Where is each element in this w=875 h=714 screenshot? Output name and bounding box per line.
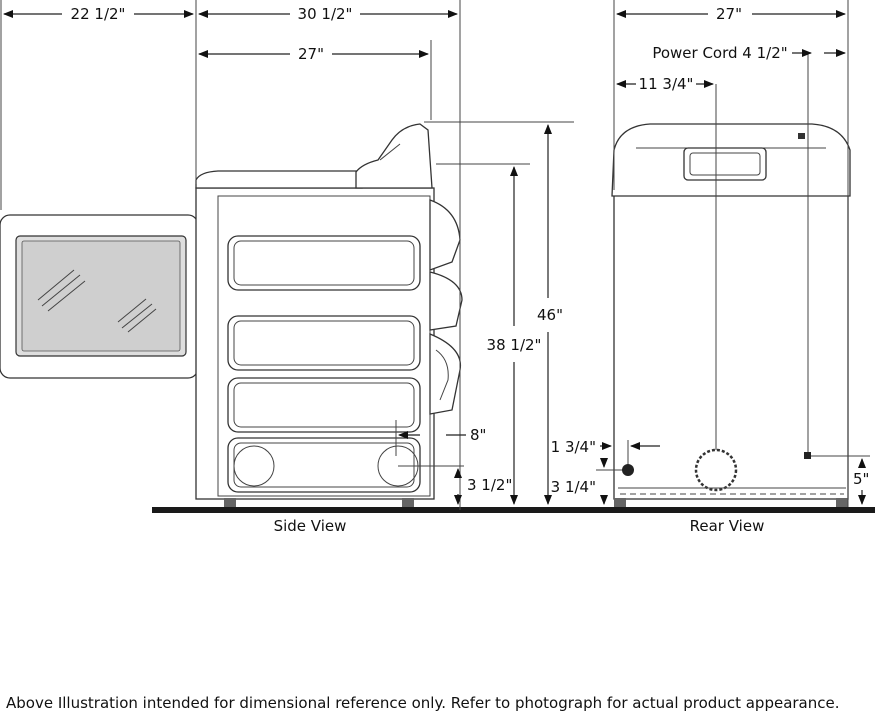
vent-opening xyxy=(694,448,738,492)
dim-rear-offset: 1 3/4" xyxy=(551,438,596,456)
rear-dimension-lines xyxy=(596,0,870,507)
dim-cabinet-height: 38 1/2" xyxy=(487,336,542,354)
dim-rear-width: 27" xyxy=(716,5,742,23)
dim-overall-depth: 30 1/2" xyxy=(298,5,353,23)
rear-view-caption: Rear View xyxy=(690,517,765,535)
side-view-caption: Side View xyxy=(274,517,347,535)
dim-vent-from-back: 8" xyxy=(470,426,486,444)
dim-overall-height: 46" xyxy=(537,306,563,324)
dim-cord-height: 5" xyxy=(853,470,869,488)
footnote: Above Illustration intended for dimensio… xyxy=(6,694,840,712)
dim-power-cord: Power Cord 4 1/2" xyxy=(652,44,787,62)
dim-vent-height: 3 1/2" xyxy=(467,476,512,494)
dim-cabinet-depth: 27" xyxy=(298,45,324,63)
open-door xyxy=(0,214,199,379)
rear-view-drawing xyxy=(611,52,851,507)
dryer-cabinet-side xyxy=(195,123,463,507)
side-view-drawing xyxy=(0,123,463,507)
dim-drain-offset: 11 3/4" xyxy=(639,75,694,93)
dim-rear-height: 3 1/4" xyxy=(551,478,596,496)
floor-line xyxy=(152,507,875,513)
dim-door-swing: 22 1/2" xyxy=(71,5,126,23)
side-dimension-lines xyxy=(0,0,574,510)
